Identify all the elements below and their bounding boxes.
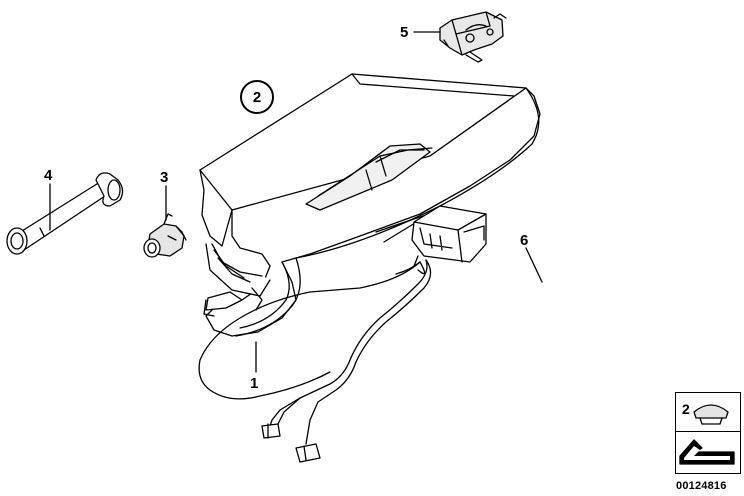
drawing-number: 00124816 [676, 480, 727, 492]
legend-box: 2 [675, 392, 741, 474]
part-4-tube [6, 172, 124, 255]
part-6-wiring [198, 205, 487, 445]
legend-arrow-icon [679, 439, 735, 465]
callout-5: 5 [400, 24, 409, 41]
legend-grommet [693, 404, 729, 425]
callout-3: 3 [160, 169, 169, 186]
callout-2-circled: 2 [240, 80, 274, 114]
wire-terminals [261, 423, 321, 463]
leader-6 [525, 247, 543, 283]
callout-1: 1 [250, 375, 259, 392]
part-5-latch [439, 11, 507, 63]
part-2-glovebox [199, 73, 541, 337]
callout-4: 4 [44, 167, 53, 184]
legend-divider [676, 431, 740, 432]
callout-6: 6 [520, 232, 529, 249]
legend-number: 2 [682, 401, 690, 417]
part-3-switch [143, 213, 187, 258]
